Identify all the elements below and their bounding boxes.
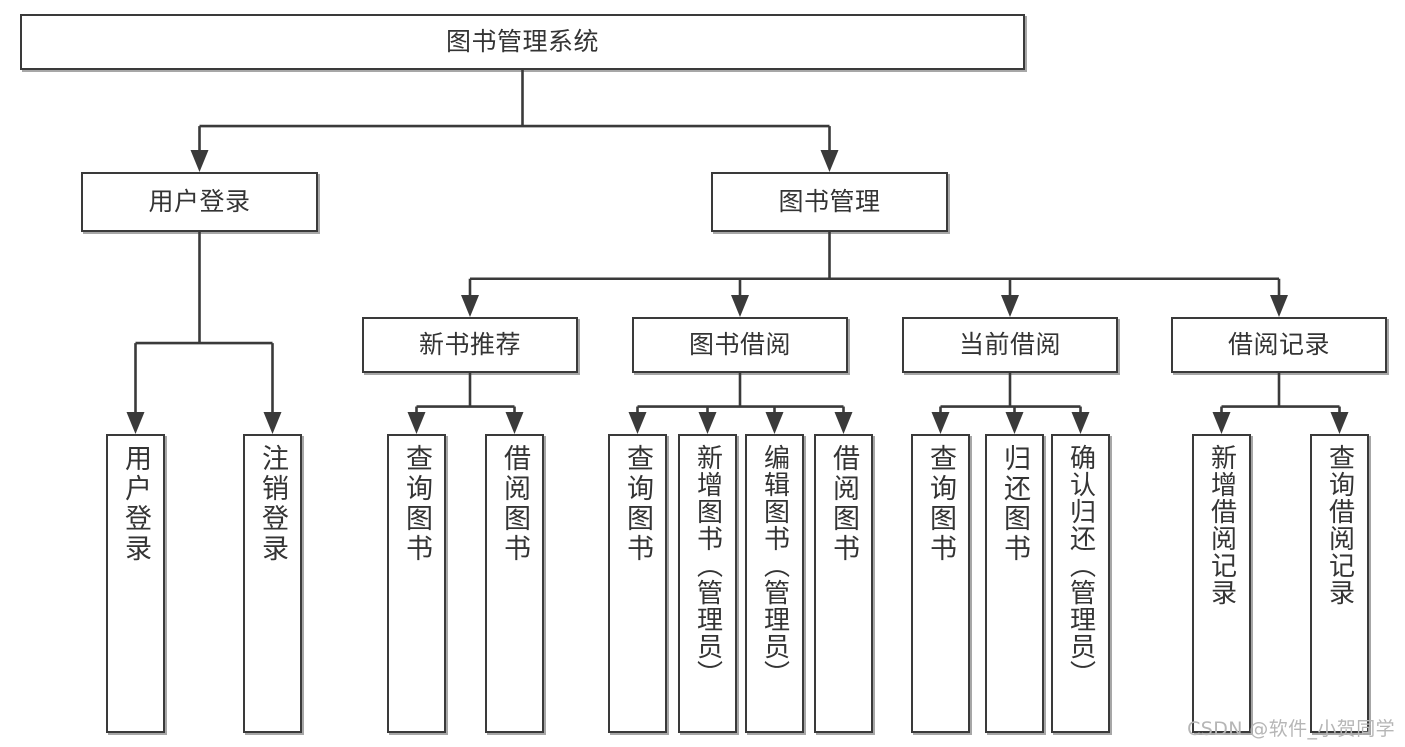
node-leaf-add-book: 新增图书（管理员）	[678, 434, 737, 733]
node-label: 图书管理	[778, 187, 881, 217]
node-label: 新书推荐	[418, 330, 521, 360]
connector-arrowhead	[126, 412, 145, 434]
node-root: 图书管理系统	[20, 14, 1025, 70]
csdn-watermark: CSDN @软件_小贺同学	[1187, 718, 1395, 740]
node-leaf-logout: 注销登录	[243, 434, 302, 733]
connector-arrowhead	[1071, 412, 1090, 434]
node-label: 借阅图书	[828, 444, 859, 564]
node-leaf-add-record: 新增借阅记录	[1192, 434, 1251, 733]
node-leaf-confirm: 确认归还（管理员）	[1051, 434, 1110, 733]
node-leaf-qry-record: 查询借阅记录	[1310, 434, 1369, 733]
connector-arrowhead	[1001, 295, 1019, 317]
node-label: 用户登录	[148, 187, 251, 217]
node-label: 确认归还（管理员）	[1065, 444, 1096, 687]
node-leaf-borrow-1: 借阅图书	[485, 434, 544, 733]
connector-arrowhead	[731, 295, 749, 317]
node-label: 归还图书	[999, 444, 1030, 564]
node-leaf-borrow-2: 借阅图书	[814, 434, 873, 733]
node-label: 查询借阅记录	[1324, 444, 1355, 606]
connector-arrowhead	[931, 412, 950, 434]
node-leaf-query-2: 查询图书	[608, 434, 667, 733]
node-leaf-return: 归还图书	[985, 434, 1044, 733]
node-leaf-query-3: 查询图书	[911, 434, 970, 733]
connector-arrowhead	[1330, 412, 1349, 434]
node-label: 借阅记录	[1227, 330, 1330, 360]
connector-arrowhead	[1005, 412, 1024, 434]
node-label: 查询图书	[622, 444, 653, 564]
node-label: 新增借阅记录	[1206, 444, 1237, 606]
node-borrow-record: 借阅记录	[1171, 317, 1387, 373]
connector-arrowhead	[834, 412, 853, 434]
connector-arrowhead	[407, 412, 426, 434]
connector-arrowhead	[190, 150, 209, 172]
node-book-manage: 图书管理	[711, 172, 948, 232]
connector-arrowhead	[505, 412, 524, 434]
node-leaf-user-login: 用户登录	[106, 434, 165, 733]
node-leaf-query-1: 查询图书	[387, 434, 446, 733]
connector-arrowhead	[263, 412, 282, 434]
node-current-borrow: 当前借阅	[902, 317, 1118, 373]
node-new-book-rec: 新书推荐	[362, 317, 578, 373]
connector-arrowhead	[628, 412, 647, 434]
connector-arrowhead	[698, 412, 717, 434]
connector-arrowhead	[461, 295, 479, 317]
node-user-login: 用户登录	[81, 172, 318, 232]
node-label: 当前借阅	[958, 330, 1061, 360]
node-label: 查询图书	[925, 444, 956, 564]
connector-arrowhead	[765, 412, 784, 434]
node-label: 查询图书	[401, 444, 432, 564]
node-label: 新增图书（管理员）	[692, 444, 723, 687]
connector-arrowhead	[820, 150, 839, 172]
connector-arrowhead	[1212, 412, 1231, 434]
node-label: 图书借阅	[688, 330, 791, 360]
node-book-borrow: 图书借阅	[632, 317, 848, 373]
node-label: 用户登录	[120, 444, 151, 564]
node-label: 编辑图书（管理员）	[759, 444, 790, 687]
node-label: 借阅图书	[499, 444, 530, 564]
node-label: 图书管理系统	[445, 27, 599, 57]
connector-arrowhead	[1270, 295, 1288, 317]
node-label: 注销登录	[257, 444, 288, 564]
node-leaf-edit-book: 编辑图书（管理员）	[745, 434, 804, 733]
